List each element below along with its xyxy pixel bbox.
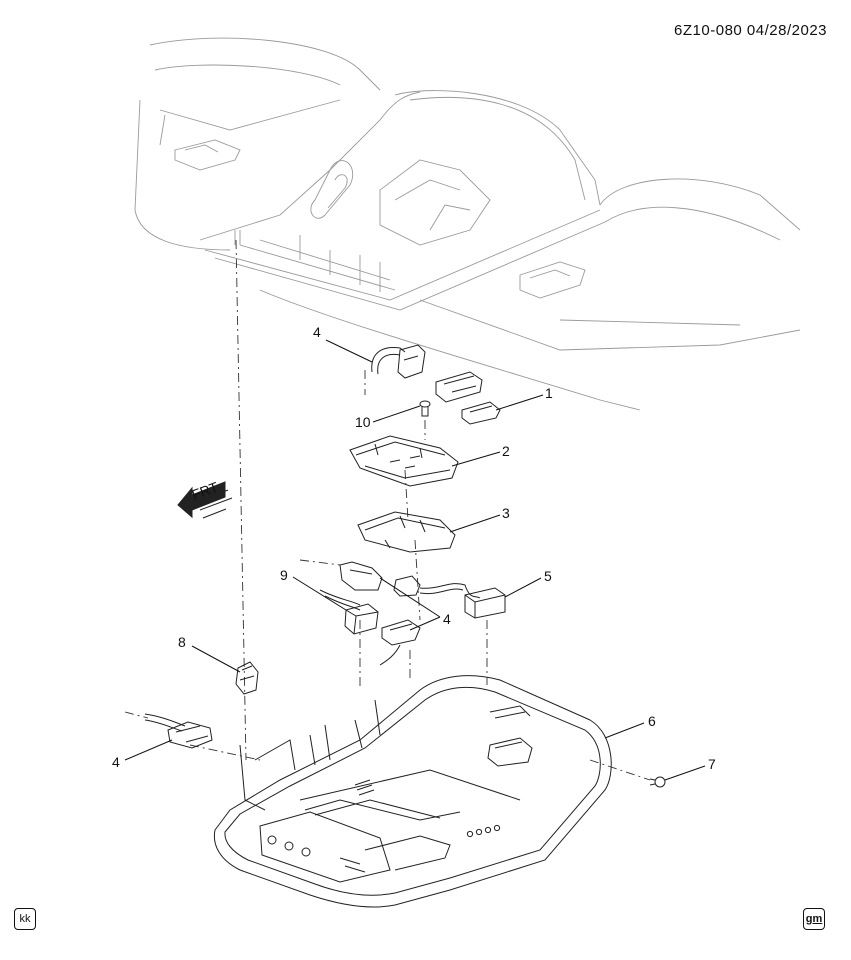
callout-1: 1 — [545, 385, 553, 401]
part-clip — [235, 661, 259, 695]
part-wiring-connector-left — [144, 713, 213, 749]
callout-labels: 4 1 10 2 3 5 9 4 8 6 7 4 FRT — [112, 324, 716, 772]
part-bracket-connector — [461, 401, 501, 425]
callout-4-top: 4 — [313, 324, 321, 340]
callout-9: 9 — [280, 567, 288, 583]
callout-3: 3 — [502, 505, 510, 521]
callout-4-middle: 4 — [443, 611, 451, 627]
part-wiring-harness — [319, 561, 481, 611]
diagram-id: 6Z10-080 04/28/2023 — [674, 22, 827, 39]
roof-headliner — [134, 37, 801, 411]
front-arrow — [177, 481, 233, 519]
part-overhead-console — [213, 675, 612, 908]
leader-dashed-lines — [124, 239, 651, 781]
part-wiring-connector-top — [371, 344, 483, 403]
part-push-pin-fastener — [649, 776, 666, 788]
callout-8: 8 — [178, 634, 186, 650]
part-harness-plug — [344, 603, 379, 635]
callout-6: 6 — [648, 713, 656, 729]
part-retainer-plate — [357, 511, 456, 553]
callout-7: 7 — [708, 756, 716, 772]
part-module-box — [464, 587, 506, 619]
callout-leaders — [124, 339, 706, 781]
part-screw — [419, 400, 431, 417]
footer-badge-gm: gm — [803, 908, 825, 930]
callout-2: 2 — [502, 443, 510, 459]
part-wiring-connector-middle — [379, 619, 421, 666]
callout-5: 5 — [544, 568, 552, 584]
part-mounting-bracket — [349, 435, 459, 487]
callout-10: 10 — [355, 414, 371, 430]
callout-4-left: 4 — [112, 754, 120, 770]
footer-badge-kk: kk — [14, 908, 36, 930]
